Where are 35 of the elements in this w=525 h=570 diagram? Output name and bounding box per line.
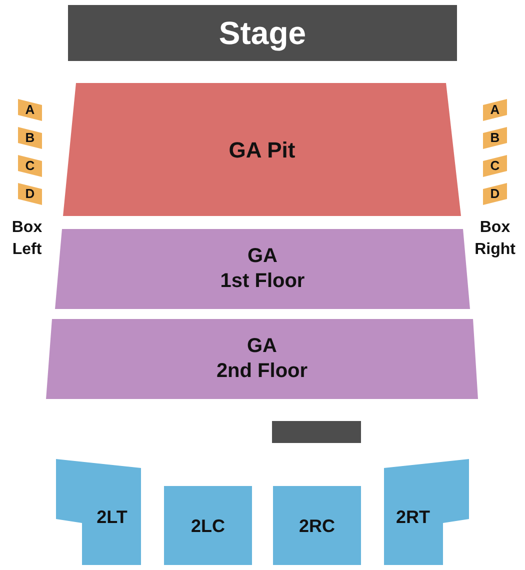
section-label: C [24,158,36,174]
box-seat-section [483,183,507,205]
section-label: B [489,130,501,146]
section-label: C [489,158,501,174]
section-label: D [24,186,36,202]
balcony-section [273,486,361,565]
section-label: Stage [218,14,306,53]
sound-booth-bar [272,421,361,443]
section-label: 2LT [96,506,128,528]
section-label: D [489,186,501,202]
box-seat-section [483,155,507,177]
box-seat-section [18,183,42,205]
section-label: A [24,102,36,118]
stage-block [68,5,457,61]
balcony-section [164,486,252,565]
section-label: GA Pit [228,136,296,164]
pit-section [63,83,461,216]
box-seat-section [483,99,507,121]
section-label: A [489,102,501,118]
floor-section [46,319,478,399]
section-label: 2RT [396,506,430,528]
floor-section [55,229,470,309]
box-area-label: Box Right [474,218,516,260]
section-label: 2LC [191,514,225,537]
box-seat-section [18,127,42,149]
balcony-section [384,459,469,565]
section-label: GA 2nd Floor [215,334,309,384]
box-seat-section [483,127,507,149]
box-area-label: Box Left [10,218,44,260]
section-label: GA 1st Floor [219,244,306,294]
box-seat-section [18,99,42,121]
section-label: 2RC [299,514,335,537]
balcony-section [56,459,141,565]
section-label: B [24,130,36,146]
box-seat-section [18,155,42,177]
